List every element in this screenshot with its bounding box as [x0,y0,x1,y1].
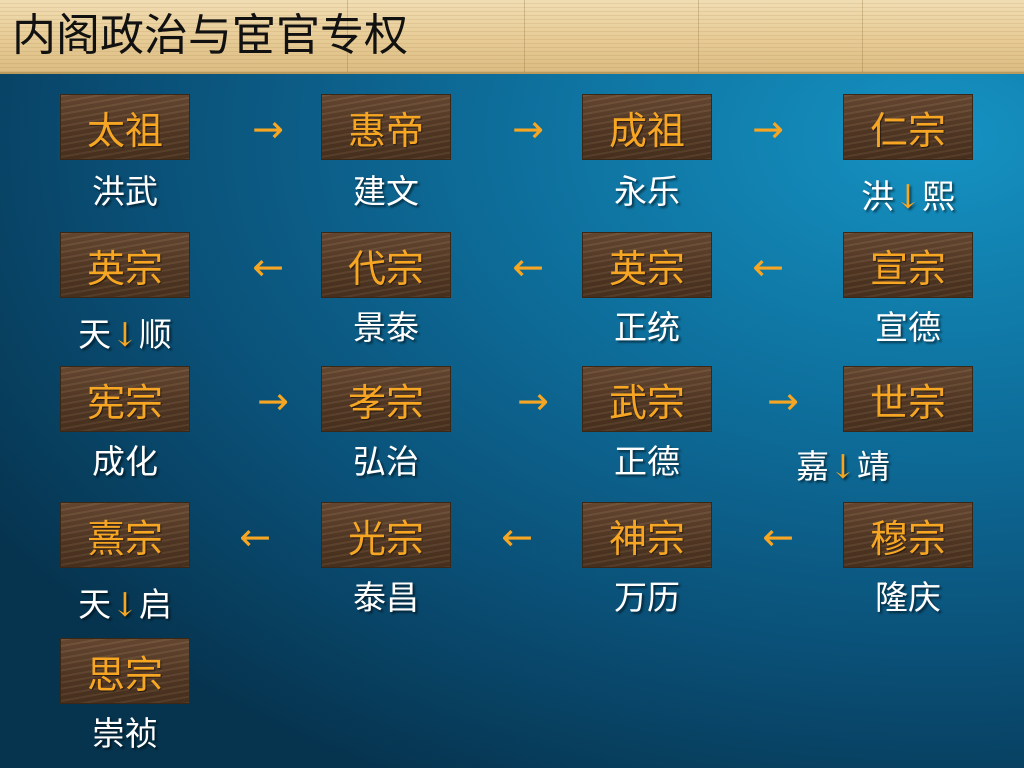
slide-title: 内阁政治与宦官专权 [12,10,408,61]
title-bar: 内阁政治与宦官专权 [0,0,1024,74]
down-arrow-icon: ↓ [894,177,922,216]
era-char: 靖 [856,447,890,486]
right-arrow-icon: → [257,379,289,423]
emperor-shizong: 世宗 [843,366,973,432]
era-jingtai: 景泰 [353,308,419,347]
era-taichang: 泰昌 [353,578,419,617]
right-arrow-icon: → [767,379,799,423]
emperor-xiaozong: 孝宗 [321,366,451,432]
left-arrow-icon: ← [239,515,271,559]
era-chongzhen: 崇祯 [92,714,158,753]
emperor-yingzong: 英宗 [582,232,712,298]
left-arrow-icon: ← [752,245,784,289]
title-grid-line [862,0,863,72]
emperor-xianzong: 宪宗 [60,366,190,432]
emperor-xuanzong: 宣宗 [843,232,973,298]
era-wanli: 万历 [614,578,680,617]
left-arrow-icon: ← [252,245,284,289]
title-grid-line [347,0,348,72]
emperor-chengzu: 成祖 [582,94,712,160]
right-arrow-icon: → [252,107,284,151]
emperor-guangzong: 光宗 [321,502,451,568]
title-grid-line [524,0,525,72]
era-jianwen: 建文 [353,172,419,211]
emperor-huidi: 惠帝 [321,94,451,160]
era-zhengde: 正德 [614,442,680,481]
era-hongzhi: 弘治 [353,442,419,481]
emperor-muzong: 穆宗 [843,502,973,568]
right-arrow-icon: → [512,107,544,151]
era-char: 天 [78,585,112,624]
title-grid-line [698,0,699,72]
era-zhengtong: 正统 [614,308,680,347]
era-longqing: 隆庆 [875,578,941,617]
era-hongxi: 洪↓熙 [843,175,973,219]
era-xuande: 宣德 [875,308,941,347]
era-tianqi: 天↓启 [60,583,190,627]
emperor-renzong: 仁宗 [843,94,973,160]
emperor-sizong: 思宗 [60,638,190,704]
right-arrow-icon: → [752,107,784,151]
era-char: 洪 [861,177,895,216]
era-tianshun: 天↓顺 [60,313,190,357]
era-char: 熙 [921,177,955,216]
emperor-shenzong: 神宗 [582,502,712,568]
era-hongwu: 洪武 [92,172,158,211]
era-jiajing: 嘉↓靖 [778,445,908,489]
era-char: 嘉 [796,447,830,486]
emperor-daizong: 代宗 [321,232,451,298]
emperor-wuzong: 武宗 [582,366,712,432]
down-arrow-icon: ↓ [111,315,139,354]
emperor-yingzong-restored: 英宗 [60,232,190,298]
era-yongle: 永乐 [614,172,680,211]
era-char: 启 [138,585,172,624]
left-arrow-icon: ← [762,515,794,559]
right-arrow-icon: → [517,379,549,423]
era-chenghua: 成化 [92,442,158,481]
emperor-taizu: 太祖 [60,94,190,160]
left-arrow-icon: ← [512,245,544,289]
down-arrow-icon: ↓ [111,585,139,624]
left-arrow-icon: ← [501,515,533,559]
down-arrow-icon: ↓ [829,447,857,486]
era-char: 天 [78,315,112,354]
emperor-xizong: 熹宗 [60,502,190,568]
era-char: 顺 [138,315,172,354]
